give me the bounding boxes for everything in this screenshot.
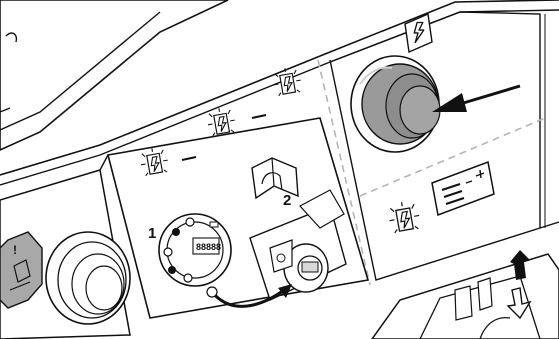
emergency-button[interactable]	[351, 56, 440, 152]
indicator-lamp-icon	[387, 200, 422, 234]
step-2-label: 2	[283, 192, 291, 209]
svg-text:!: !	[13, 243, 17, 257]
arrow-pointer-icon	[432, 86, 520, 112]
battery-icon	[432, 162, 494, 215]
secondary-button[interactable]	[46, 232, 130, 324]
display-digits: 88888	[196, 242, 221, 252]
lever-assembly	[372, 254, 559, 339]
right-control-panel	[330, 12, 540, 280]
upper-cover-left	[0, 0, 228, 150]
dial-display: 88888	[159, 214, 231, 286]
step-1-label: 1	[148, 225, 156, 242]
